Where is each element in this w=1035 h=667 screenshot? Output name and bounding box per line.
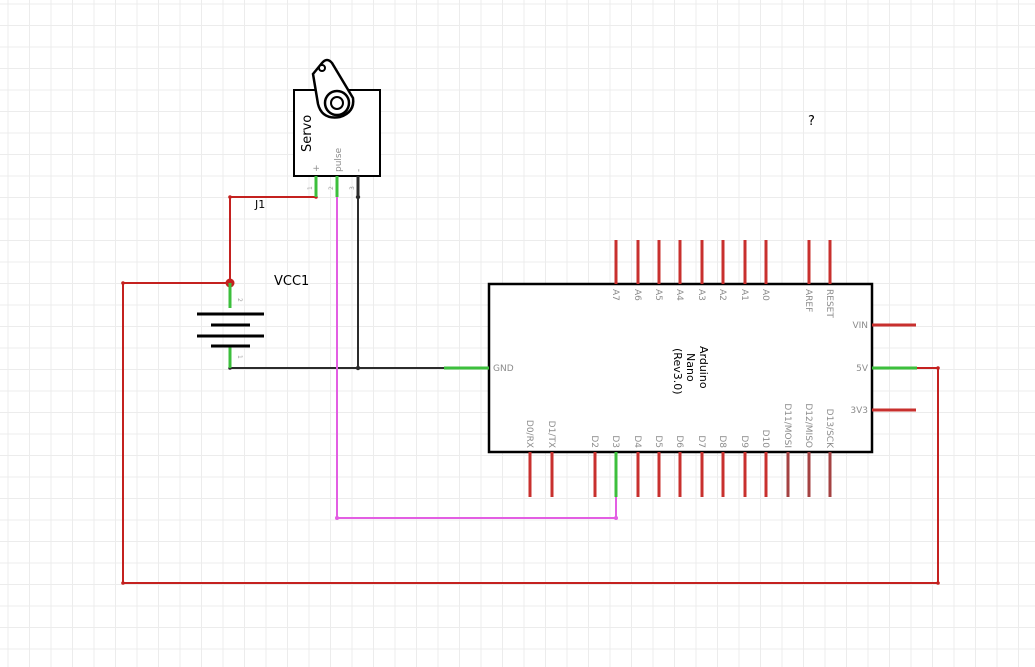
arduino-pin-label: RESET [824, 289, 834, 318]
servo-part[interactable]: Servo + pulse - 1 2 3 [293, 58, 381, 197]
arduino-pin-label: A5 [653, 289, 663, 301]
arduino-pin-label: D7 [696, 435, 706, 448]
servo-pin-num-3: 3 [349, 186, 356, 190]
servo-pin-num-2: 2 [328, 186, 335, 190]
arduino-pin-label: D2 [589, 435, 599, 448]
servo-title: Servo [300, 115, 315, 152]
arduino-title-line1: Arduino [697, 346, 710, 389]
arduino-pin-label: D11/MOSI [782, 403, 792, 448]
arduino-pin-label: AREF [803, 289, 813, 312]
bendpoint-power-6[interactable] [936, 366, 940, 370]
arduino-pin-label: D8 [717, 435, 727, 448]
arduino-pin-label: A6 [632, 289, 642, 301]
servo-pin-pulse-label: pulse [334, 147, 344, 172]
arduino-bottom-pins: D0/RX D1/TX D2 D3 D4 D5 D6 D7 D8 D9 D10 D11/MOSI D12… [524, 403, 834, 497]
arduino-top-pins: A7 A6 A5 A4 A3 A2 A1 A0 AREF RESET [610, 240, 834, 318]
arduino-pin-label: A4 [674, 289, 684, 301]
bendpoint-signal-2[interactable] [614, 516, 618, 520]
battery-part[interactable]: 2 1 [197, 283, 264, 368]
bendpoint-power-4[interactable] [121, 581, 125, 585]
junction-ground[interactable] [355, 365, 361, 371]
arduino-pin-label: D0/RX [524, 420, 534, 448]
arduino-pin-label: D6 [674, 435, 684, 448]
arduino-nano-part[interactable]: Arduino Nano (Rev3.0) A7 A6 A5 A4 A3 A2 A1 A0 AR… [444, 240, 917, 497]
arduino-pin-label: A3 [696, 289, 706, 301]
arduino-left-pins: GND [444, 364, 514, 374]
wire-battery-to-servo-plus[interactable] [229, 176, 317, 283]
arduino-pin-label: 3V3 [850, 406, 868, 416]
arduino-pin-label: D5 [653, 435, 663, 448]
arduino-pin-label: A1 [739, 289, 749, 301]
servo-pin-num-1: 1 [307, 186, 314, 190]
arduino-pin-label: D1/TX [546, 421, 556, 448]
servo-pin-plus-label: + [312, 164, 322, 172]
wire-battery-to-5v[interactable] [122, 282, 939, 584]
arduino-pin-label: D10 [760, 430, 770, 449]
arduino-pin-label: A2 [717, 289, 727, 301]
arduino-pin-label: D4 [632, 435, 642, 448]
arduino-title-line3: (Rev3.0) [671, 348, 684, 395]
servo-ref-label: J1 [254, 198, 265, 211]
arduino-pin-label: D13/SCK [824, 409, 834, 449]
arduino-right-pins: VIN 5V 3V3 [850, 321, 917, 416]
servo-pin-minus-label: - [354, 169, 364, 172]
arduino-pin-label: A7 [610, 289, 620, 301]
arduino-pin-label: D9 [739, 435, 749, 448]
battery-pin-num-2: 2 [236, 298, 243, 302]
arduino-pin-label: A0 [760, 289, 770, 301]
bendpoint-power-5[interactable] [936, 581, 940, 585]
servo-horn-icon [311, 58, 355, 119]
battery-pin-num-1: 1 [236, 355, 243, 359]
battery-ref-label: VCC1 [274, 274, 309, 289]
bendpoint-power-3[interactable] [121, 281, 125, 285]
bendpoint-power-1[interactable] [228, 195, 232, 199]
arduino-pin-label: GND [493, 364, 514, 374]
arduino-pin-label: 5V [856, 364, 869, 374]
unknown-part-marker[interactable]: ? [808, 114, 815, 129]
arduino-title-line2: Nano [684, 353, 697, 382]
arduino-pin-label: VIN [852, 321, 868, 331]
arduino-pin-label: D3 [610, 435, 620, 448]
bendpoint-signal-1[interactable] [335, 516, 339, 520]
arduino-pin-label: D12/MISO [803, 403, 813, 448]
